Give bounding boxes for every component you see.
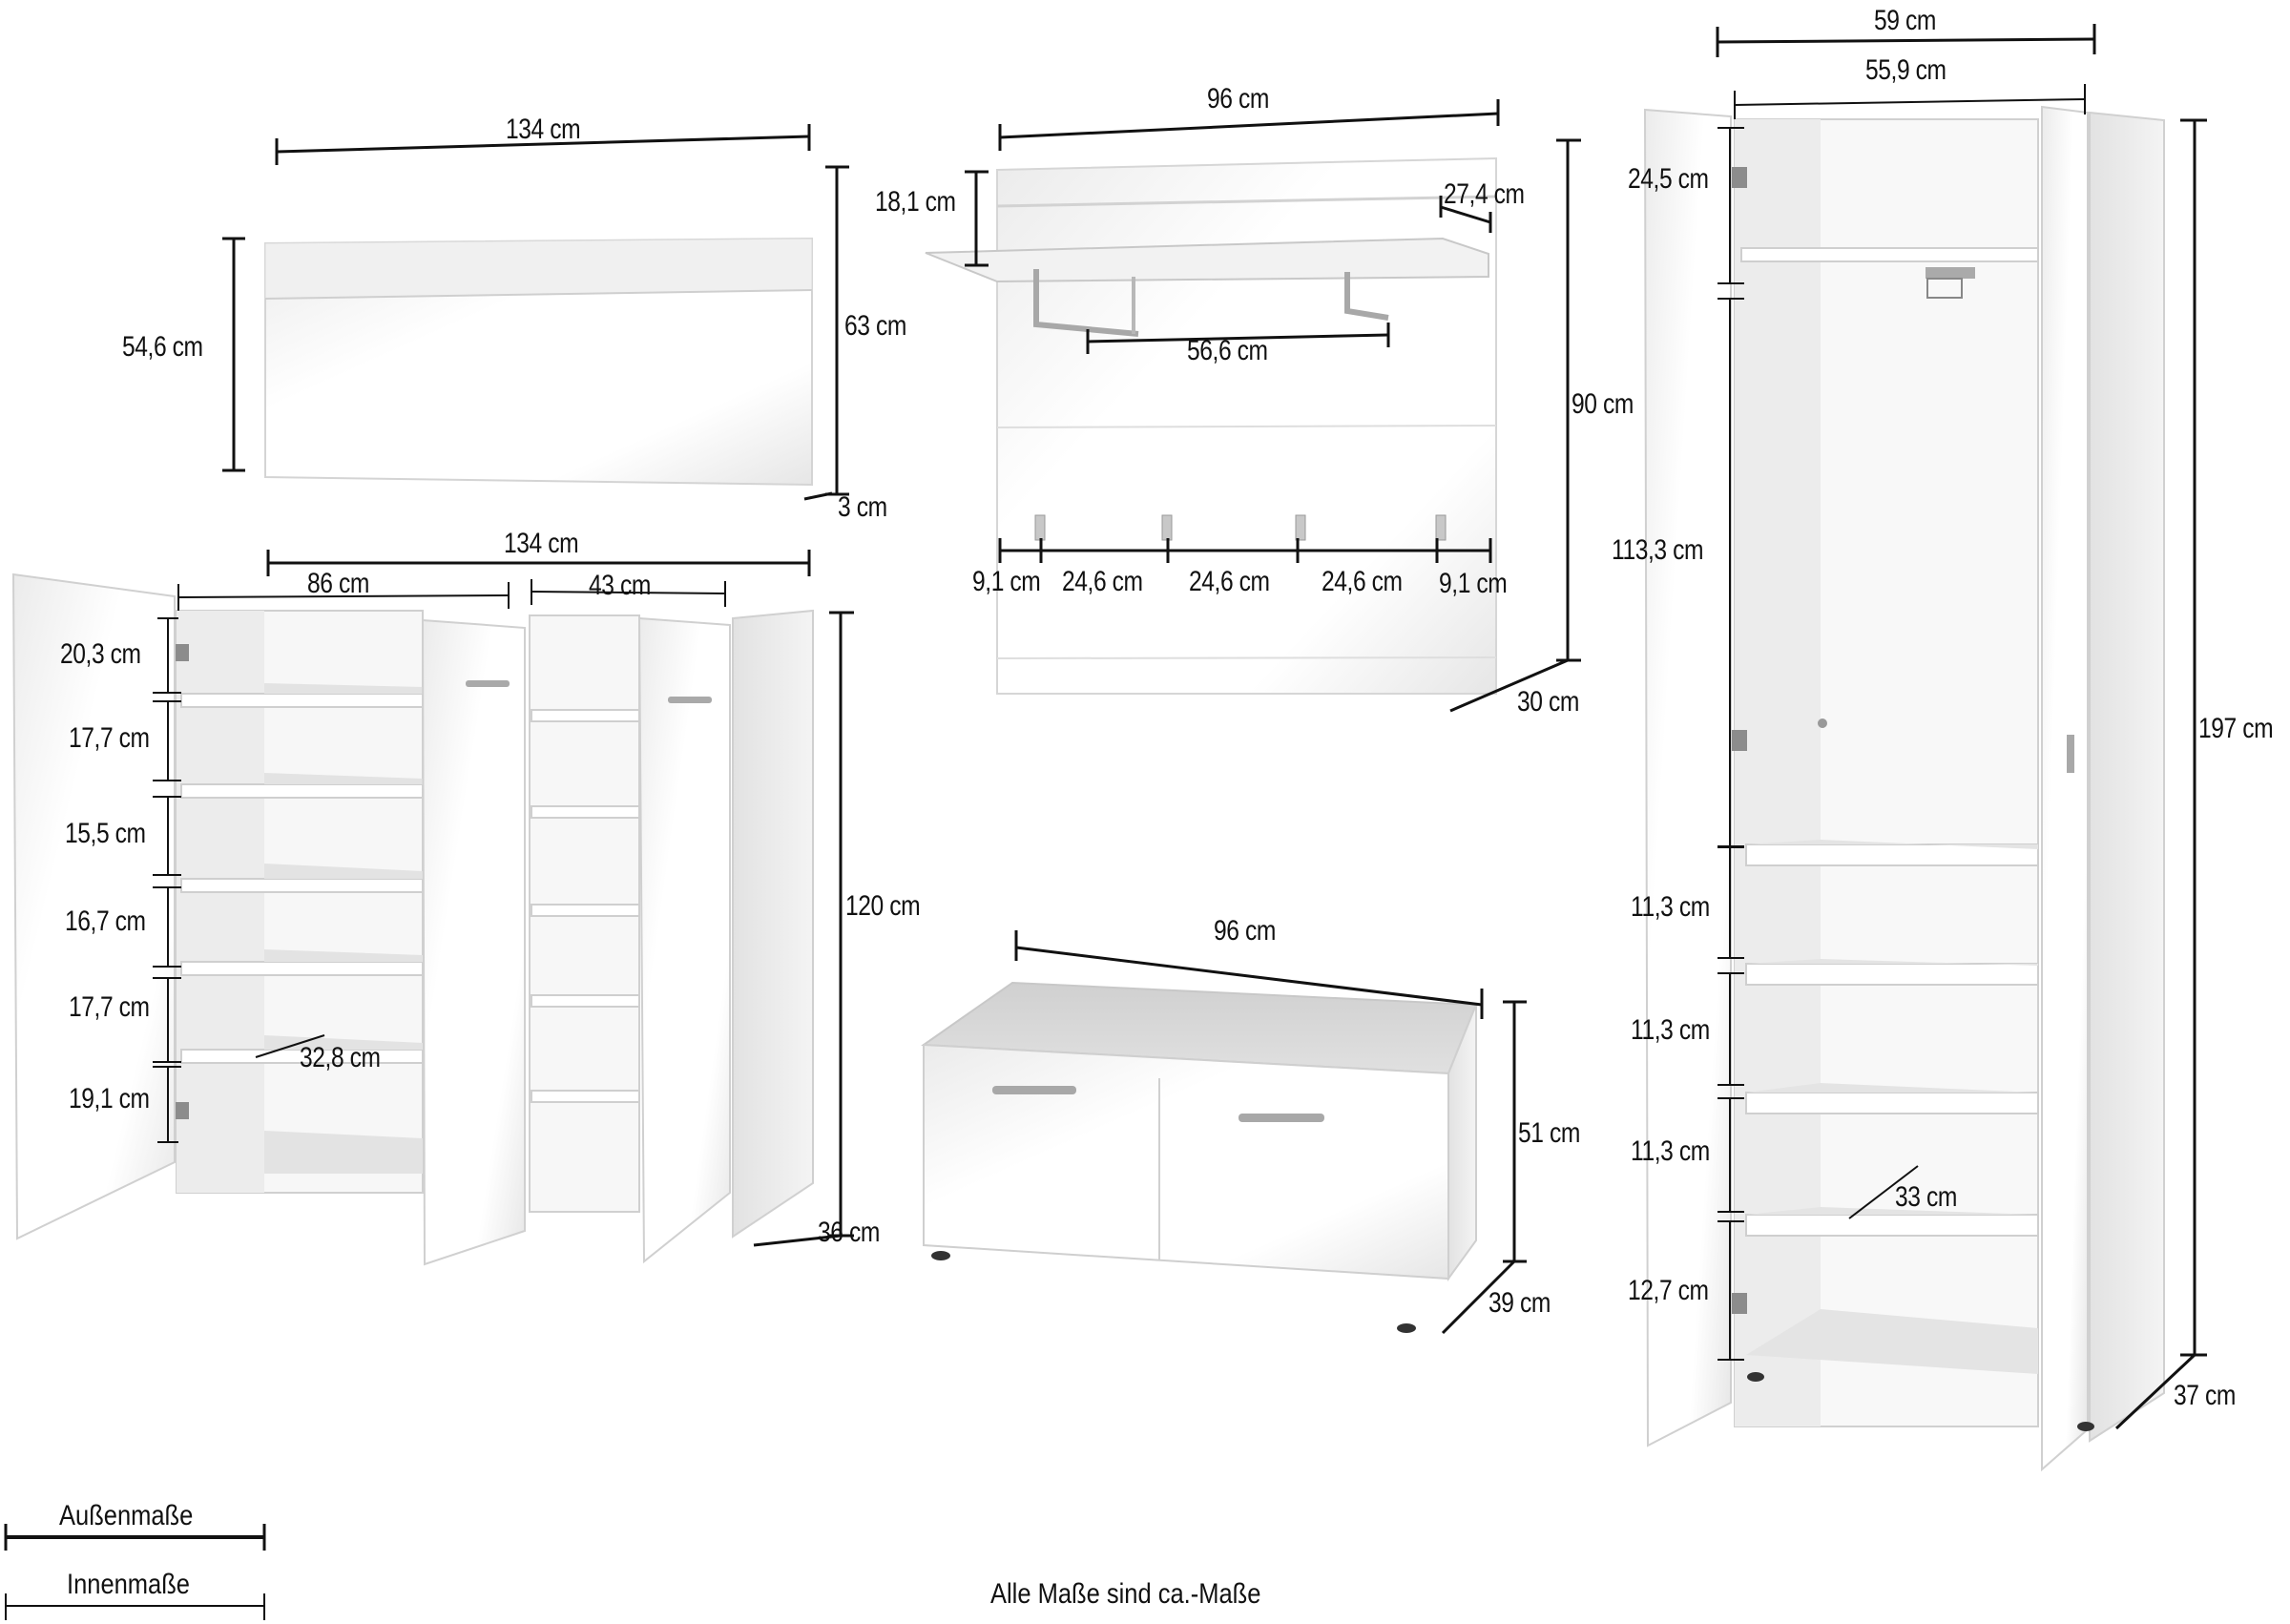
shoe-compartment-4: 16,7 cm [65, 906, 146, 937]
bench-height-label: 51 cm [1518, 1117, 1580, 1149]
wardrobe-dimension-lines [1716, 24, 2207, 1430]
hook-spacing-2: 24,6 cm [1062, 566, 1143, 597]
legend-outer-label: Außenmaße [59, 1500, 194, 1531]
mirror-depth-label: 3 cm [838, 491, 887, 523]
bench-width-label: 96 cm [1214, 915, 1276, 947]
shoe-cabinet-shelf-depth-label: 32,8 cm [300, 1042, 381, 1073]
coat-rack [925, 156, 1497, 695]
wardrobe-compartment-1: 24,5 cm [1628, 163, 1709, 195]
wardrobe-shelf-depth-label: 33 cm [1895, 1181, 1957, 1213]
mirror-height-label: 63 cm [844, 310, 906, 342]
coat-rack-shelf-height-label: 18,1 cm [875, 186, 956, 218]
coat-rack-dimension-lines [965, 99, 1581, 713]
wardrobe-width-label: 59 cm [1874, 5, 1936, 36]
coat-rack-width-label: 96 cm [1207, 83, 1269, 115]
shoe-compartment-6: 19,1 cm [69, 1083, 150, 1114]
mirror [264, 237, 813, 487]
wardrobe-compartment-6: 12,7 cm [1628, 1275, 1709, 1306]
coat-rack-rod-width-label: 56,6 cm [1187, 335, 1268, 366]
bench [921, 981, 1478, 1333]
shoe-cabinet-dimension-lines [153, 550, 854, 1247]
shoe-compartment-1: 20,3 cm [60, 638, 141, 670]
bench-depth-label: 39 cm [1488, 1287, 1551, 1319]
shoe-compartment-2: 17,7 cm [69, 722, 150, 754]
mirror-glass-height-label: 54,6 cm [122, 331, 203, 363]
bench-dimension-lines [1014, 930, 1527, 1335]
hook-spacing-4: 24,6 cm [1322, 566, 1403, 597]
shoe-cabinet-right-inner-width-label: 43 cm [589, 570, 651, 601]
coat-rack-height-label: 90 cm [1572, 388, 1634, 420]
coat-rack-shelf-depth-label: 27,4 cm [1444, 178, 1525, 210]
wardrobe-compartment-4: 11,3 cm [1631, 1014, 1710, 1046]
wardrobe-compartment-5: 11,3 cm [1631, 1135, 1710, 1167]
shoe-cabinet-width-label: 134 cm [504, 528, 579, 559]
shoe-cabinet [11, 573, 814, 1266]
hook-spacing-5: 9,1 cm [1439, 568, 1508, 599]
wardrobe-depth-label: 37 cm [2174, 1380, 2236, 1411]
dimensions-note: Alle Maße sind ca.-Maße [990, 1578, 1261, 1610]
wardrobe-compartment-3: 11,3 cm [1631, 891, 1710, 923]
legend-inner-label: Innenmaße [67, 1569, 191, 1600]
hook-spacing-3: 24,6 cm [1189, 566, 1270, 597]
shoe-compartment-5: 17,7 cm [69, 991, 150, 1023]
shoe-cabinet-left-inner-width-label: 86 cm [307, 568, 369, 599]
mirror-dimension-lines [222, 124, 849, 501]
legend-lines [4, 1524, 266, 1620]
wardrobe-compartment-2: 113,3 cm [1612, 534, 1704, 566]
shoe-cabinet-depth-label: 36 cm [818, 1217, 880, 1248]
wardrobe-inner-width-label: 55,9 cm [1865, 54, 1946, 86]
hook-spacing-1: 9,1 cm [972, 566, 1041, 597]
wardrobe-height-label: 197 cm [2198, 713, 2274, 744]
coat-rack-depth-label: 30 cm [1517, 686, 1579, 718]
shoe-compartment-3: 15,5 cm [65, 818, 146, 849]
wardrobe [1643, 105, 2165, 1472]
shoe-cabinet-height-label: 120 cm [845, 890, 921, 922]
mirror-width-label: 134 cm [506, 114, 581, 145]
